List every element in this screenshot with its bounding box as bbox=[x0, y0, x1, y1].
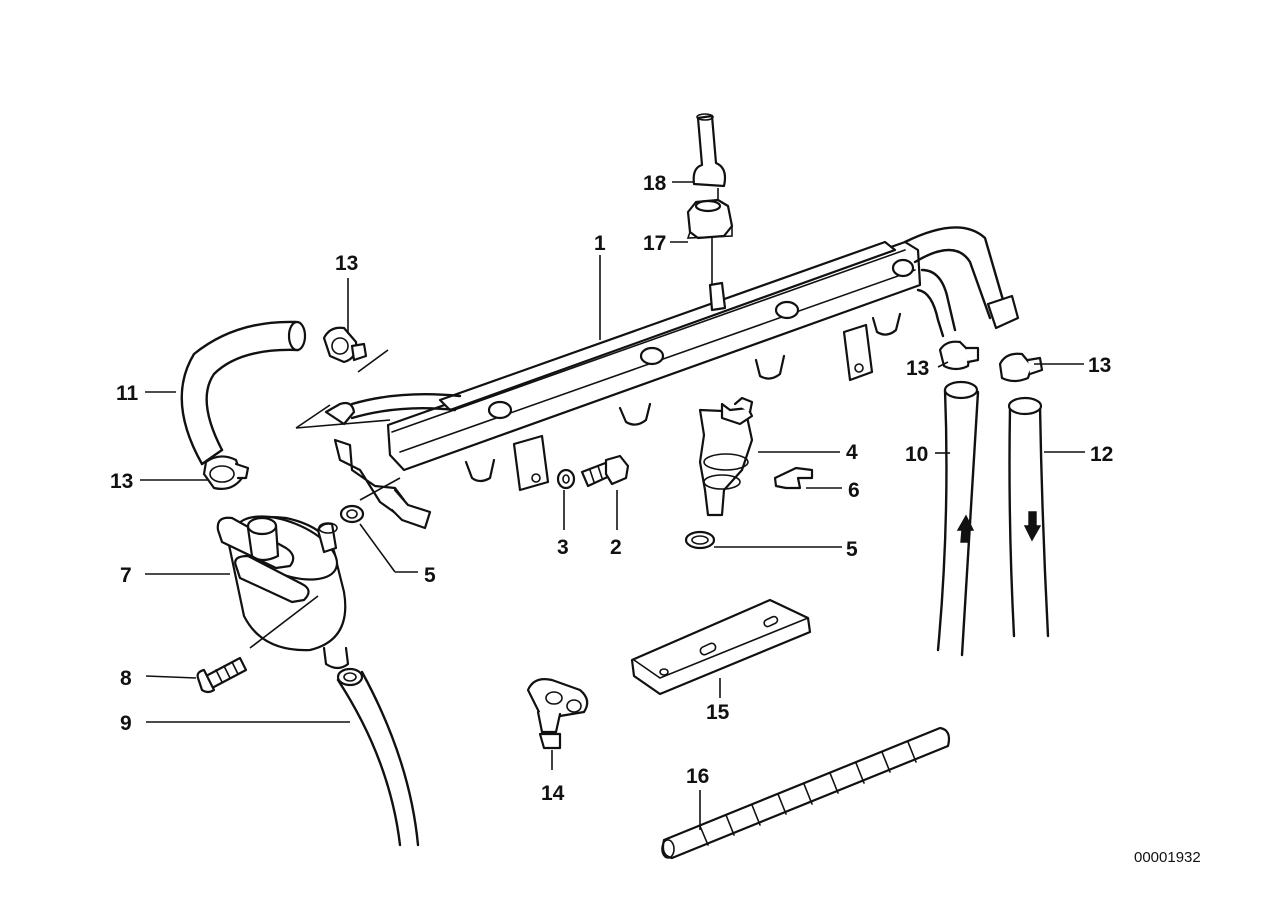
callout-6: 6 bbox=[848, 479, 860, 502]
callout-5-regulator: 5 bbox=[424, 564, 436, 587]
hex-bolt[interactable] bbox=[580, 454, 630, 488]
fuel-injector[interactable] bbox=[698, 396, 754, 517]
callout-4: 4 bbox=[846, 441, 858, 464]
injector-clip[interactable] bbox=[773, 466, 814, 490]
supply-hose[interactable] bbox=[1007, 396, 1050, 638]
callout-13-upper: 13 bbox=[335, 252, 358, 275]
return-hose[interactable] bbox=[936, 380, 980, 657]
callout-13-return: 13 bbox=[906, 357, 929, 380]
vacuum-hose[interactable] bbox=[180, 320, 307, 466]
callout-1: 1 bbox=[594, 232, 606, 255]
connector[interactable] bbox=[686, 198, 734, 240]
callout-13-supply: 13 bbox=[1088, 354, 1111, 377]
hose-clamp-upper-left[interactable] bbox=[322, 326, 368, 364]
hose-clamp-supply[interactable] bbox=[998, 352, 1044, 383]
fuel-hose-lower[interactable] bbox=[336, 667, 420, 847]
callout-3: 3 bbox=[557, 536, 569, 559]
flow-up-arrow-icon bbox=[956, 514, 975, 543]
callout-18: 18 bbox=[643, 172, 667, 195]
catalog-number: 00001932 bbox=[1134, 849, 1201, 866]
screw[interactable] bbox=[196, 656, 248, 694]
hose-holder[interactable] bbox=[526, 678, 589, 750]
bracket-plate[interactable] bbox=[630, 598, 812, 696]
callout-13-lower-left: 13 bbox=[110, 470, 133, 493]
hose-clamp-lower-left[interactable] bbox=[202, 455, 250, 490]
callout-11: 11 bbox=[116, 382, 139, 405]
leader-lines bbox=[140, 181, 1085, 830]
callout-labels: 1 2 3 4 5 5 6 7 8 9 10 11 12 13 13 13 13… bbox=[110, 172, 1113, 805]
protective-sleeve[interactable] bbox=[661, 726, 951, 860]
washer[interactable] bbox=[556, 468, 576, 490]
callout-15: 15 bbox=[706, 701, 730, 724]
callout-17: 17 bbox=[643, 232, 666, 255]
callout-9: 9 bbox=[120, 712, 132, 735]
callout-5-injector: 5 bbox=[846, 538, 858, 561]
callout-7: 7 bbox=[120, 564, 132, 587]
hose-clamp-return[interactable] bbox=[938, 340, 980, 371]
o-ring-injector[interactable] bbox=[684, 530, 716, 550]
callout-16: 16 bbox=[686, 765, 709, 788]
connector-boot[interactable] bbox=[692, 113, 727, 188]
flow-down-arrow-icon bbox=[1023, 511, 1042, 542]
callout-12: 12 bbox=[1090, 443, 1113, 466]
callout-8: 8 bbox=[120, 667, 132, 690]
o-ring-regulator[interactable] bbox=[339, 504, 365, 524]
fuel-rail[interactable] bbox=[324, 226, 1020, 530]
callout-2: 2 bbox=[610, 536, 622, 559]
callout-14: 14 bbox=[541, 782, 565, 805]
pressure-regulator[interactable] bbox=[216, 504, 350, 670]
callout-10: 10 bbox=[905, 443, 928, 466]
